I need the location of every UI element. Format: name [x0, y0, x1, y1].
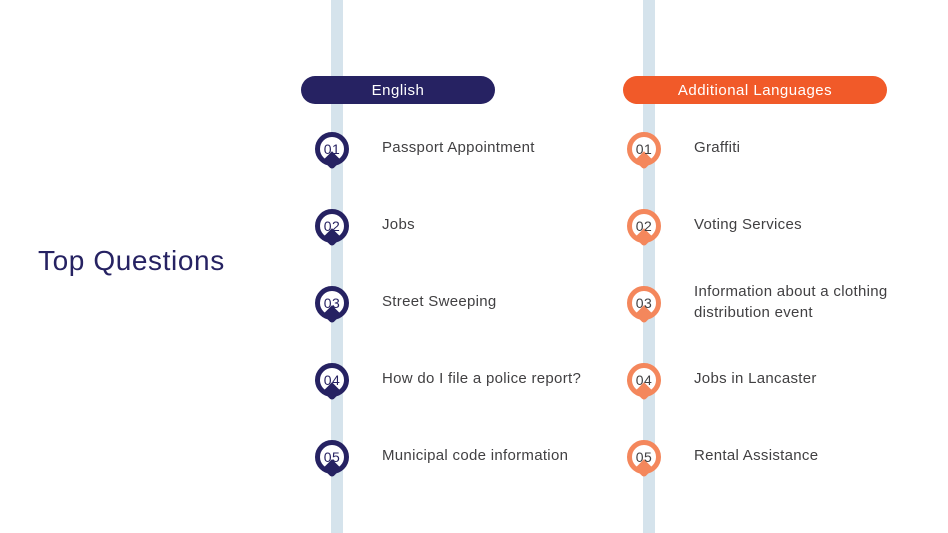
pin-marker-icon: 05 — [627, 439, 661, 474]
page-title: Top Questions — [38, 245, 225, 276]
question-row: 05 Municipal code information — [315, 418, 627, 495]
step-number: 05 — [323, 448, 341, 465]
english-question-list: 01 Passport Appointment 02 Jobs 03 Stree… — [315, 110, 627, 495]
pin-marker-icon: 04 — [315, 362, 349, 397]
pin-marker-icon: 02 — [627, 208, 661, 243]
pin-marker-icon: 03 — [315, 285, 349, 320]
step-number: 01 — [323, 140, 341, 157]
question-row: 02 Jobs — [315, 187, 627, 264]
question-row: 05 Rental Assistance — [627, 418, 909, 495]
question-label: How do I file a police report? — [382, 370, 582, 388]
question-label: Rental Assistance — [694, 447, 819, 465]
step-number: 02 — [635, 217, 653, 234]
question-label: Voting Services — [694, 216, 802, 234]
additional-languages-question-list: 01 Graffiti 02 Voting Services 03 Inform… — [627, 110, 909, 495]
step-number: 03 — [635, 294, 653, 311]
pin-marker-icon: 01 — [315, 131, 349, 166]
pin-marker-icon: 03 — [627, 285, 661, 320]
question-label: Jobs — [382, 216, 415, 234]
pin-marker-icon: 05 — [315, 439, 349, 474]
column-header-english: English — [301, 76, 495, 104]
step-number: 05 — [635, 448, 653, 465]
question-label: Street Sweeping — [382, 293, 497, 311]
question-row: 02 Voting Services — [627, 187, 909, 264]
question-row: 03 Street Sweeping — [315, 264, 627, 341]
pin-marker-icon: 01 — [627, 131, 661, 166]
step-number: 04 — [635, 371, 653, 388]
pin-marker-icon: 02 — [315, 208, 349, 243]
question-row: 03 Information about a clothing distribu… — [627, 264, 909, 341]
step-number: 02 — [323, 217, 341, 234]
question-row: 04 Jobs in Lancaster — [627, 341, 909, 418]
question-label: Passport Appointment — [382, 139, 535, 157]
question-row: 01 Passport Appointment — [315, 110, 627, 187]
question-row: 04 How do I file a police report? — [315, 341, 627, 418]
step-number: 01 — [635, 140, 653, 157]
question-label: Graffiti — [694, 139, 741, 157]
step-number: 03 — [323, 294, 341, 311]
pin-marker-icon: 04 — [627, 362, 661, 397]
question-label: Jobs in Lancaster — [694, 370, 817, 388]
question-row: 01 Graffiti — [627, 110, 909, 187]
question-label: Municipal code information — [382, 447, 569, 465]
step-number: 04 — [323, 371, 341, 388]
question-label: Information about a clothing distributio… — [694, 283, 888, 321]
column-header-additional-languages: Additional Languages — [623, 76, 887, 104]
